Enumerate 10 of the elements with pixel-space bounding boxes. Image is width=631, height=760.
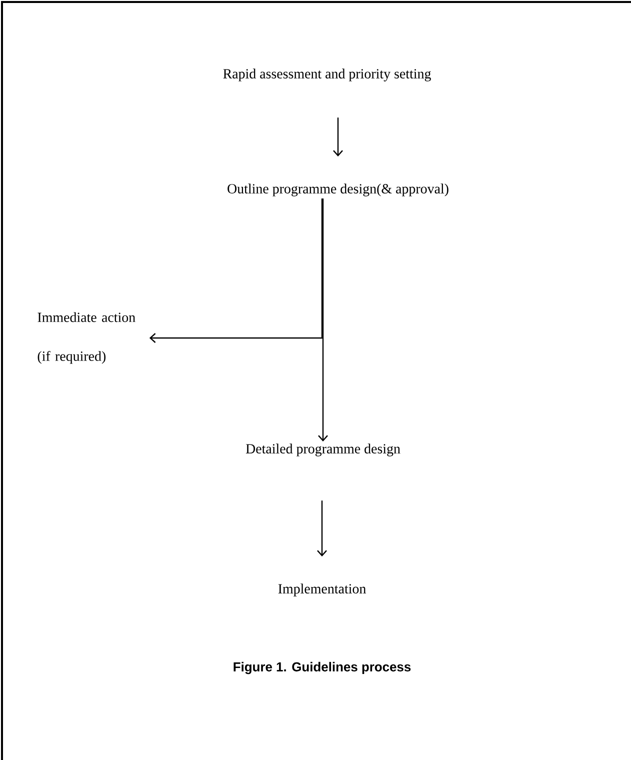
process-text: Immediate action (if required) — [38, 312, 136, 364]
process-text: Rapid assessment and priority setting — [223, 68, 431, 82]
arrow — [317, 500, 327, 556]
arrow — [333, 118, 343, 156]
arrow — [318, 198, 328, 442]
process-text: Implementation — [278, 584, 366, 596]
arrow — [149, 198, 323, 343]
process-text: Outline programme design(& approval) — [228, 184, 448, 196]
figure-caption: Figure 1. Guidelines process — [234, 662, 411, 674]
process-text: Detailed programme design — [246, 444, 400, 456]
